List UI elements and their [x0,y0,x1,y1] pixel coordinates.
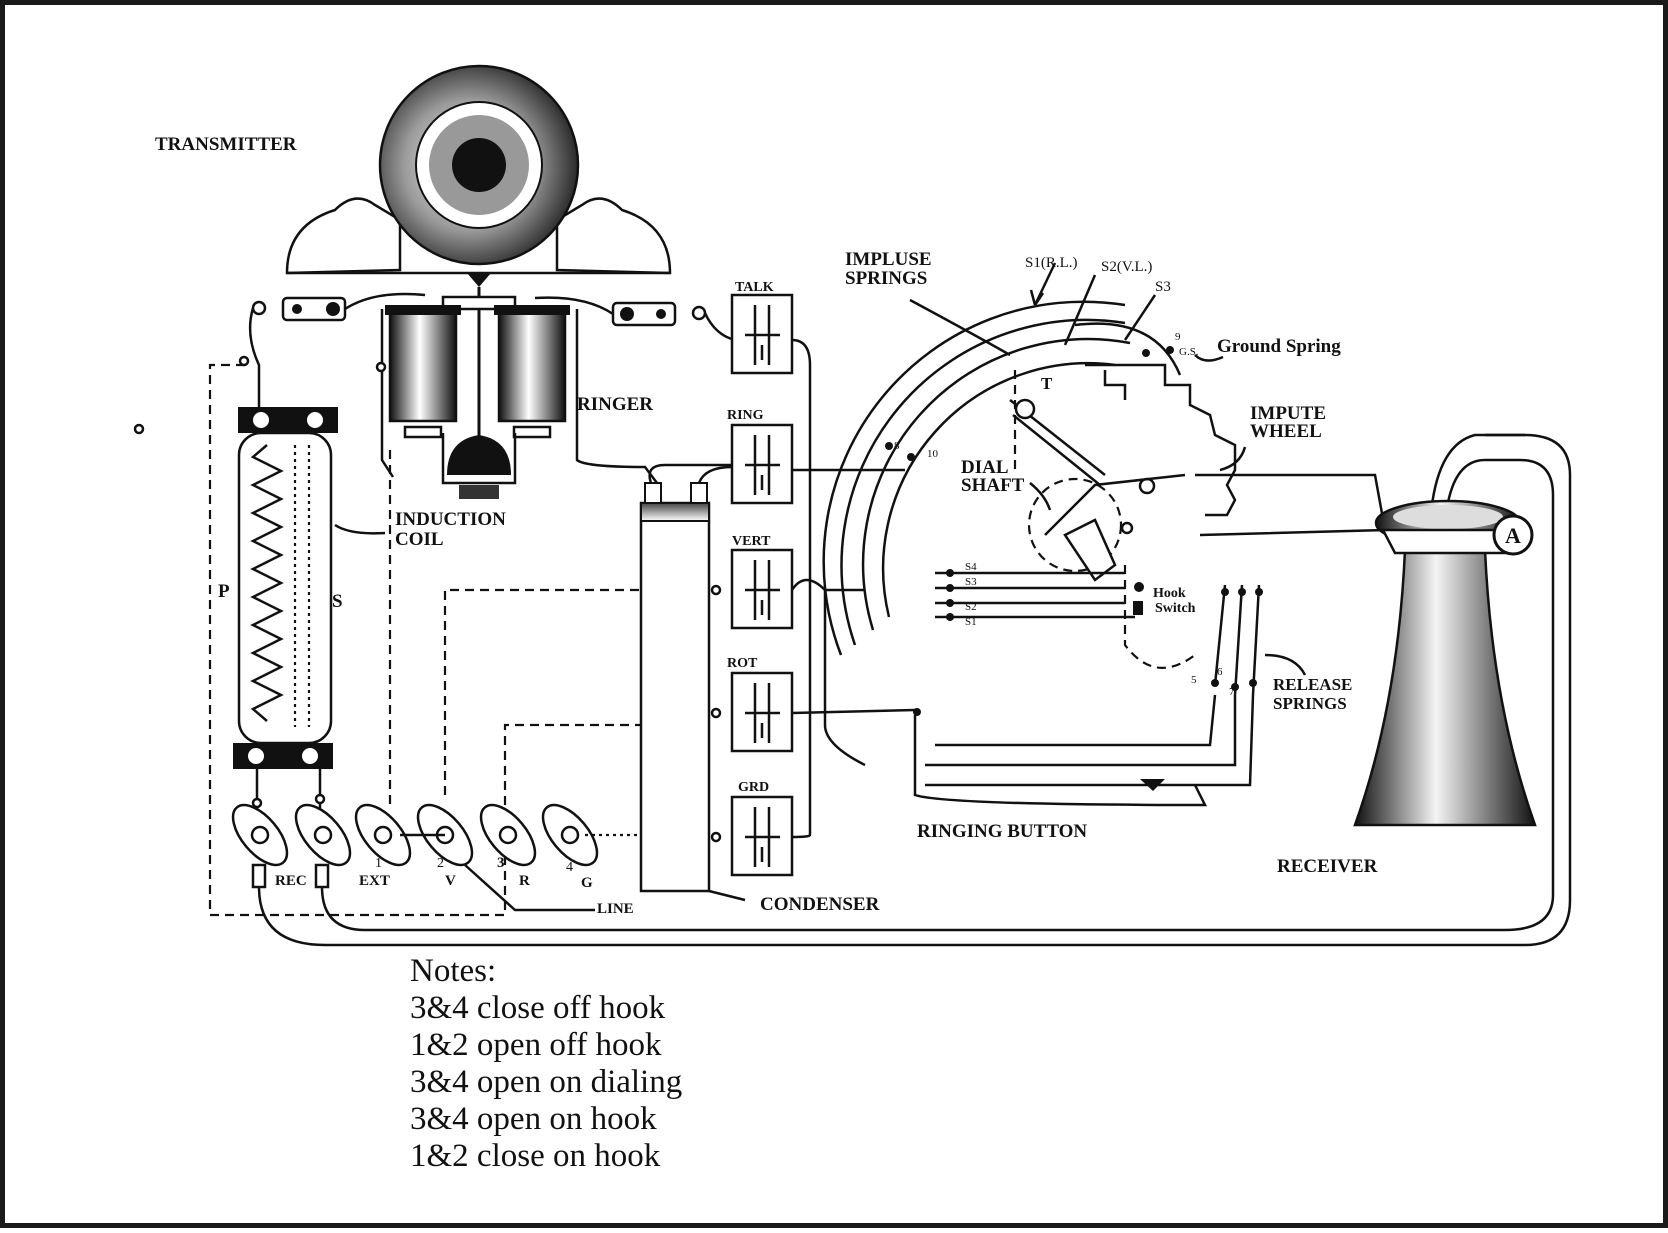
label-s2: S2(V.L.) [1101,259,1152,275]
label-secondary: S [332,591,343,612]
notes-title: Notes: [410,953,497,989]
label-shaft: SHAFT [961,475,1025,496]
main-wiring [790,338,916,839]
label-t: T [1041,374,1053,393]
label-vert: VERT [732,534,771,549]
label-release: RELEASE [1273,675,1352,694]
label-impulse: IMPLUSE [845,249,932,270]
label-n10: 10 [927,448,939,460]
dashed-bypass [208,363,705,917]
switch-boxes [730,293,794,877]
note-line: 1&2 close on hook [410,1138,661,1174]
label-s1: S1(R.L.) [1025,255,1078,271]
springs [885,262,1307,807]
label-ring: RING [727,408,764,423]
label-hook: Hook [1153,586,1186,601]
note-line: 3&4 open on dialing [410,1064,683,1100]
telephone-schematic: TRANSMITTER RINGER INDUCTION COIL P S TA… [133,64,1572,947]
label-rec: REC [275,873,307,889]
notes-block: Notes: 3&4 close off hook 1&2 open off h… [410,953,682,1175]
label-transmitter: TRANSMITTER [155,134,297,155]
label-ext: EXT [359,873,390,889]
label-receiver: RECEIVER [1277,856,1378,877]
label-t4: 4 [566,860,573,875]
label-coil: COIL [395,529,444,550]
ringer [385,305,570,499]
label-sp-s2: S2 [965,601,977,613]
label-primary: P [218,581,230,602]
label-ground-spring: Ground Spring [1217,336,1341,357]
label-wheel: WHEEL [1250,421,1322,442]
label-t2: 2 [437,856,444,871]
label-grd: GRD [738,780,769,795]
label-sp-s4: S4 [965,561,977,573]
label-t3: 3 [497,855,505,871]
label-t1: 1 [375,856,382,871]
label-condenser: CONDENSER [760,894,880,915]
label-dial: DIAL [961,457,1009,478]
label-impulse-springs: SPRINGS [845,268,927,289]
label-g: G [581,875,593,891]
note-line: 3&4 close off hook [410,990,666,1026]
condenser [639,463,746,902]
label-r: R [519,873,530,889]
transmitter-terminals [133,292,736,484]
receiver [1353,433,1537,827]
label-s3: S3 [1155,279,1171,295]
label-ringer: RINGER [577,394,653,415]
label-sp-s3: S3 [965,576,977,588]
label-rot: ROT [727,656,758,671]
label-v: V [445,873,456,889]
label-induction: INDUCTION [395,509,506,530]
diagram-labels: TRANSMITTER RINGER INDUCTION COIL P S TA… [155,134,1521,917]
note-line: 1&2 open off hook [410,1027,662,1063]
terminal-strip [231,433,1572,947]
label-line: LINE [597,901,634,917]
label-gs: G.S. [1179,346,1199,358]
label-sp-s1: S1 [965,616,977,628]
label-n6: 6 [1217,666,1223,678]
label-n5: 5 [1191,674,1197,686]
transmitter [285,64,672,450]
label-gs-num: 9 [1175,331,1181,343]
label-talk: TALK [735,280,774,295]
label-impute: IMPUTE [1250,403,1326,424]
label-ringing-button: RINGING BUTTON [917,821,1087,842]
label-n7: 7 [1229,686,1235,698]
label-n8: 8 [894,440,900,452]
label-a: A [1505,523,1521,548]
dial-mechanism [822,300,1387,669]
induction-coil [233,407,392,805]
note-line: 3&4 open on hook [410,1101,657,1137]
label-release-springs: SPRINGS [1273,694,1347,713]
label-switch: Switch [1155,601,1196,616]
